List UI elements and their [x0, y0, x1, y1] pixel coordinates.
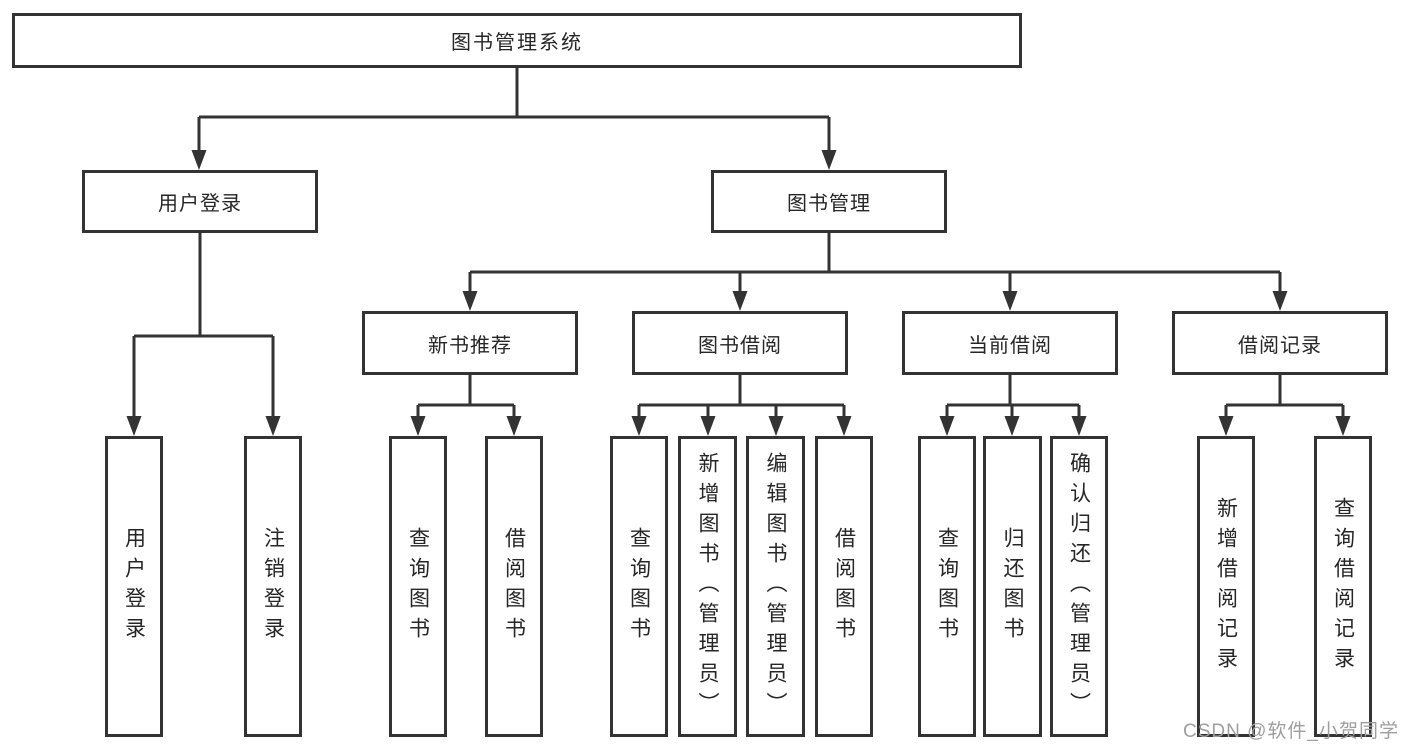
leaf-add-borrow-record-label: 新增借阅记录 [1214, 496, 1238, 677]
leaf-logout-label: 注销登录 [261, 526, 285, 647]
leaf-query-books-current: 查询图书 [918, 436, 976, 737]
leaf-query-books-current-label: 查询图书 [935, 526, 959, 647]
leaf-borrow-books-label: 借阅图书 [832, 526, 856, 647]
leaf-add-book-admin: 新增图书（管理员） [678, 436, 737, 737]
leaf-borrow-books: 借阅图书 [815, 436, 873, 737]
leaf-query-books-borrow-label: 查询图书 [627, 526, 651, 647]
arrowheads [126, 150, 1351, 436]
node-current-borrow: 当前借阅 [902, 311, 1118, 375]
leaf-user-login: 用户登录 [105, 436, 163, 737]
node-borrow-records: 借阅记录 [1172, 311, 1388, 375]
node-new-book-recommend: 新书推荐 [362, 311, 578, 375]
leaf-logout: 注销登录 [244, 436, 302, 737]
leaf-query-borrow-record-label: 查询借阅记录 [1331, 496, 1355, 677]
leaf-return-book: 归还图书 [983, 436, 1042, 737]
node-book-management: 图书管理 [711, 170, 947, 233]
leaf-edit-book-admin-label: 编辑图书（管理员） [764, 451, 787, 722]
leaf-query-books-recommend-label: 查询图书 [406, 526, 430, 647]
leaf-confirm-return-admin: 确认归还（管理员） [1050, 436, 1108, 737]
node-library-management-system: 图书管理系统 [12, 13, 1022, 68]
watermark: CSDN @软件_小贺同学 [1183, 721, 1399, 742]
leaf-add-book-admin-label: 新增图书（管理员） [696, 451, 719, 722]
leaf-confirm-return-admin-label: 确认归还（管理员） [1067, 451, 1091, 722]
node-book-borrow: 图书借阅 [632, 311, 848, 375]
node-user-login: 用户登录 [82, 170, 318, 233]
leaf-borrow-books-recommend-label: 借阅图书 [502, 526, 526, 647]
leaf-user-login-label: 用户登录 [122, 526, 146, 647]
leaf-query-books-recommend: 查询图书 [389, 436, 447, 737]
leaf-borrow-books-recommend: 借阅图书 [485, 436, 543, 737]
leaf-edit-book-admin: 编辑图书（管理员） [746, 436, 805, 737]
leaf-query-borrow-record: 查询借阅记录 [1314, 436, 1372, 737]
leaf-query-books-borrow: 查询图书 [610, 436, 668, 737]
leaf-return-book-label: 归还图书 [1001, 526, 1024, 647]
leaf-add-borrow-record: 新增借阅记录 [1197, 436, 1255, 737]
